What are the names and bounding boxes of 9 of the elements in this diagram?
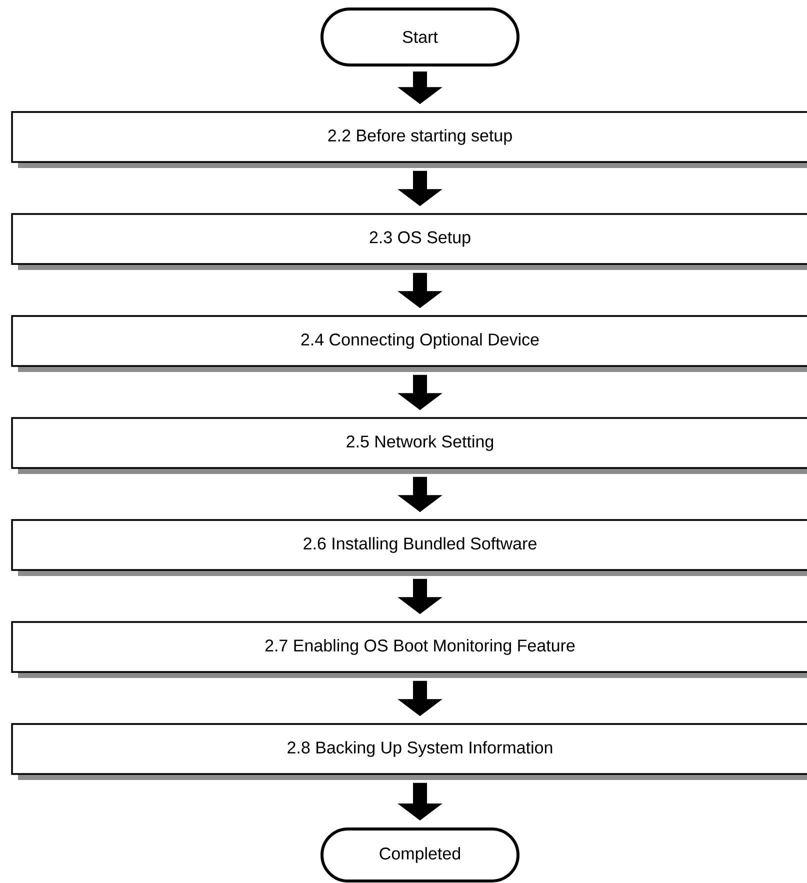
terminal-box: Completed bbox=[320, 828, 520, 882]
process-box: 2.6 Installing Bundled Software bbox=[11, 519, 807, 576]
process-box: 2.8 Backing Up System Information bbox=[11, 723, 807, 780]
terminal-box: Start bbox=[320, 8, 520, 66]
process-box: 2.5 Network Setting bbox=[11, 417, 807, 474]
process-box: 2.3 OS Setup bbox=[11, 213, 807, 270]
process-box: 2.4 Connecting Optional Device bbox=[11, 315, 807, 372]
process-box: 2.2 Before starting setup bbox=[11, 111, 807, 168]
process-box: 2.7 Enabling OS Boot Monitoring Feature bbox=[11, 621, 807, 678]
